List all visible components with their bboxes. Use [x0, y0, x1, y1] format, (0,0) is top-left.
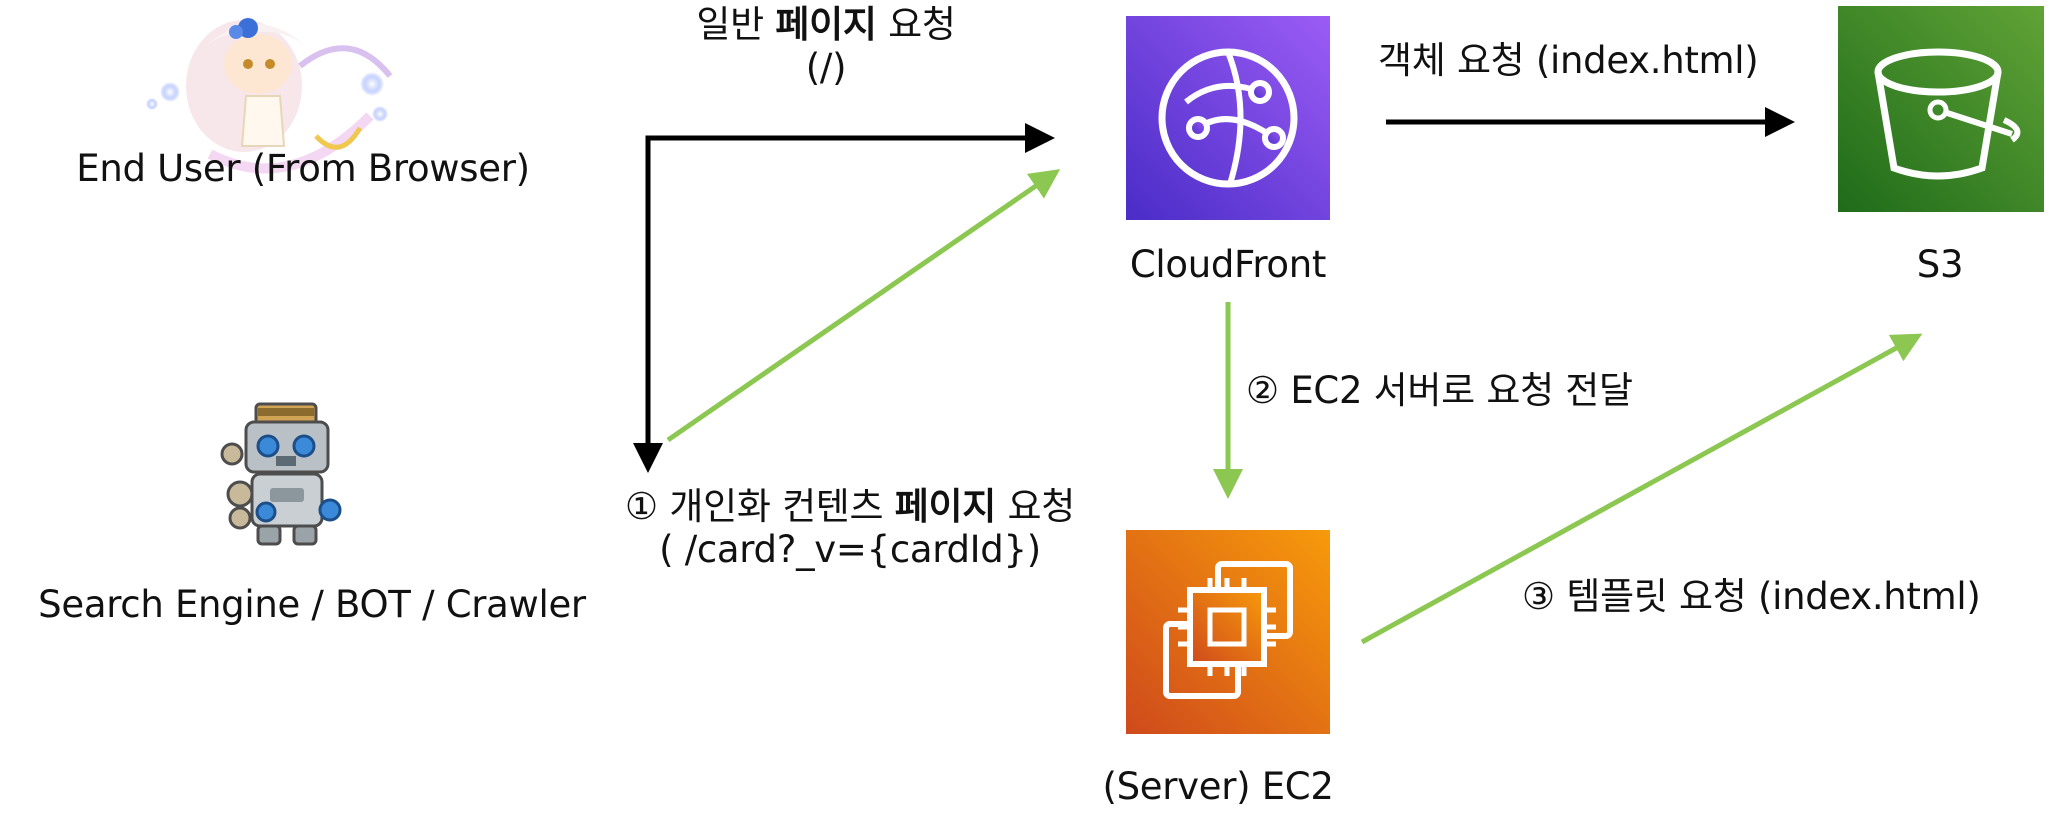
robot-avatar	[218, 398, 350, 548]
personalized-request-bold: 페이지	[894, 485, 997, 528]
normal-request-bold: 페이지	[775, 3, 877, 46]
object-request-label: 객체 요청 (index.html)	[1378, 39, 1759, 82]
end-user-label: End User (From Browser)	[76, 147, 530, 190]
normal-request-path: (/)	[805, 45, 847, 89]
normal-request-prefix: 일반	[696, 3, 776, 46]
personalized-request-arrow	[666, 169, 1061, 443]
s3-bucket-icon	[1838, 6, 2044, 212]
personalized-request-path: ( /card?_v={cardId})	[659, 527, 1041, 571]
ec2-label: (Server) EC2	[1102, 765, 1334, 808]
personalized-request-suffix: 요청	[995, 485, 1075, 528]
end-user-avatar	[140, 6, 410, 196]
normal-request-suffix: 요청	[876, 3, 956, 46]
normal-request-arrow	[645, 123, 1055, 468]
cloudfront-label: CloudFront	[1129, 243, 1327, 286]
template-request-label: ③ 템플릿 요청 (index.html)	[1522, 575, 1981, 618]
search-engine-label: Search Engine / BOT / Crawler	[38, 583, 586, 626]
ec2-icon	[1126, 530, 1330, 734]
personalized-request-prefix: ① 개인화 컨텐츠	[625, 485, 895, 528]
template-request-arrow	[1360, 333, 1923, 645]
forward-to-ec2-label: ② EC2 서버로 요청 전달	[1246, 369, 1633, 412]
cloudfront-icon	[1126, 16, 1330, 220]
s3-label: S3	[1916, 243, 1964, 286]
normal-request-label: 일반 페이지 요청 (/)	[696, 3, 956, 89]
personalized-request-label: ① 개인화 컨텐츠 페이지 요청 ( /card?_v={cardId})	[625, 485, 1075, 571]
